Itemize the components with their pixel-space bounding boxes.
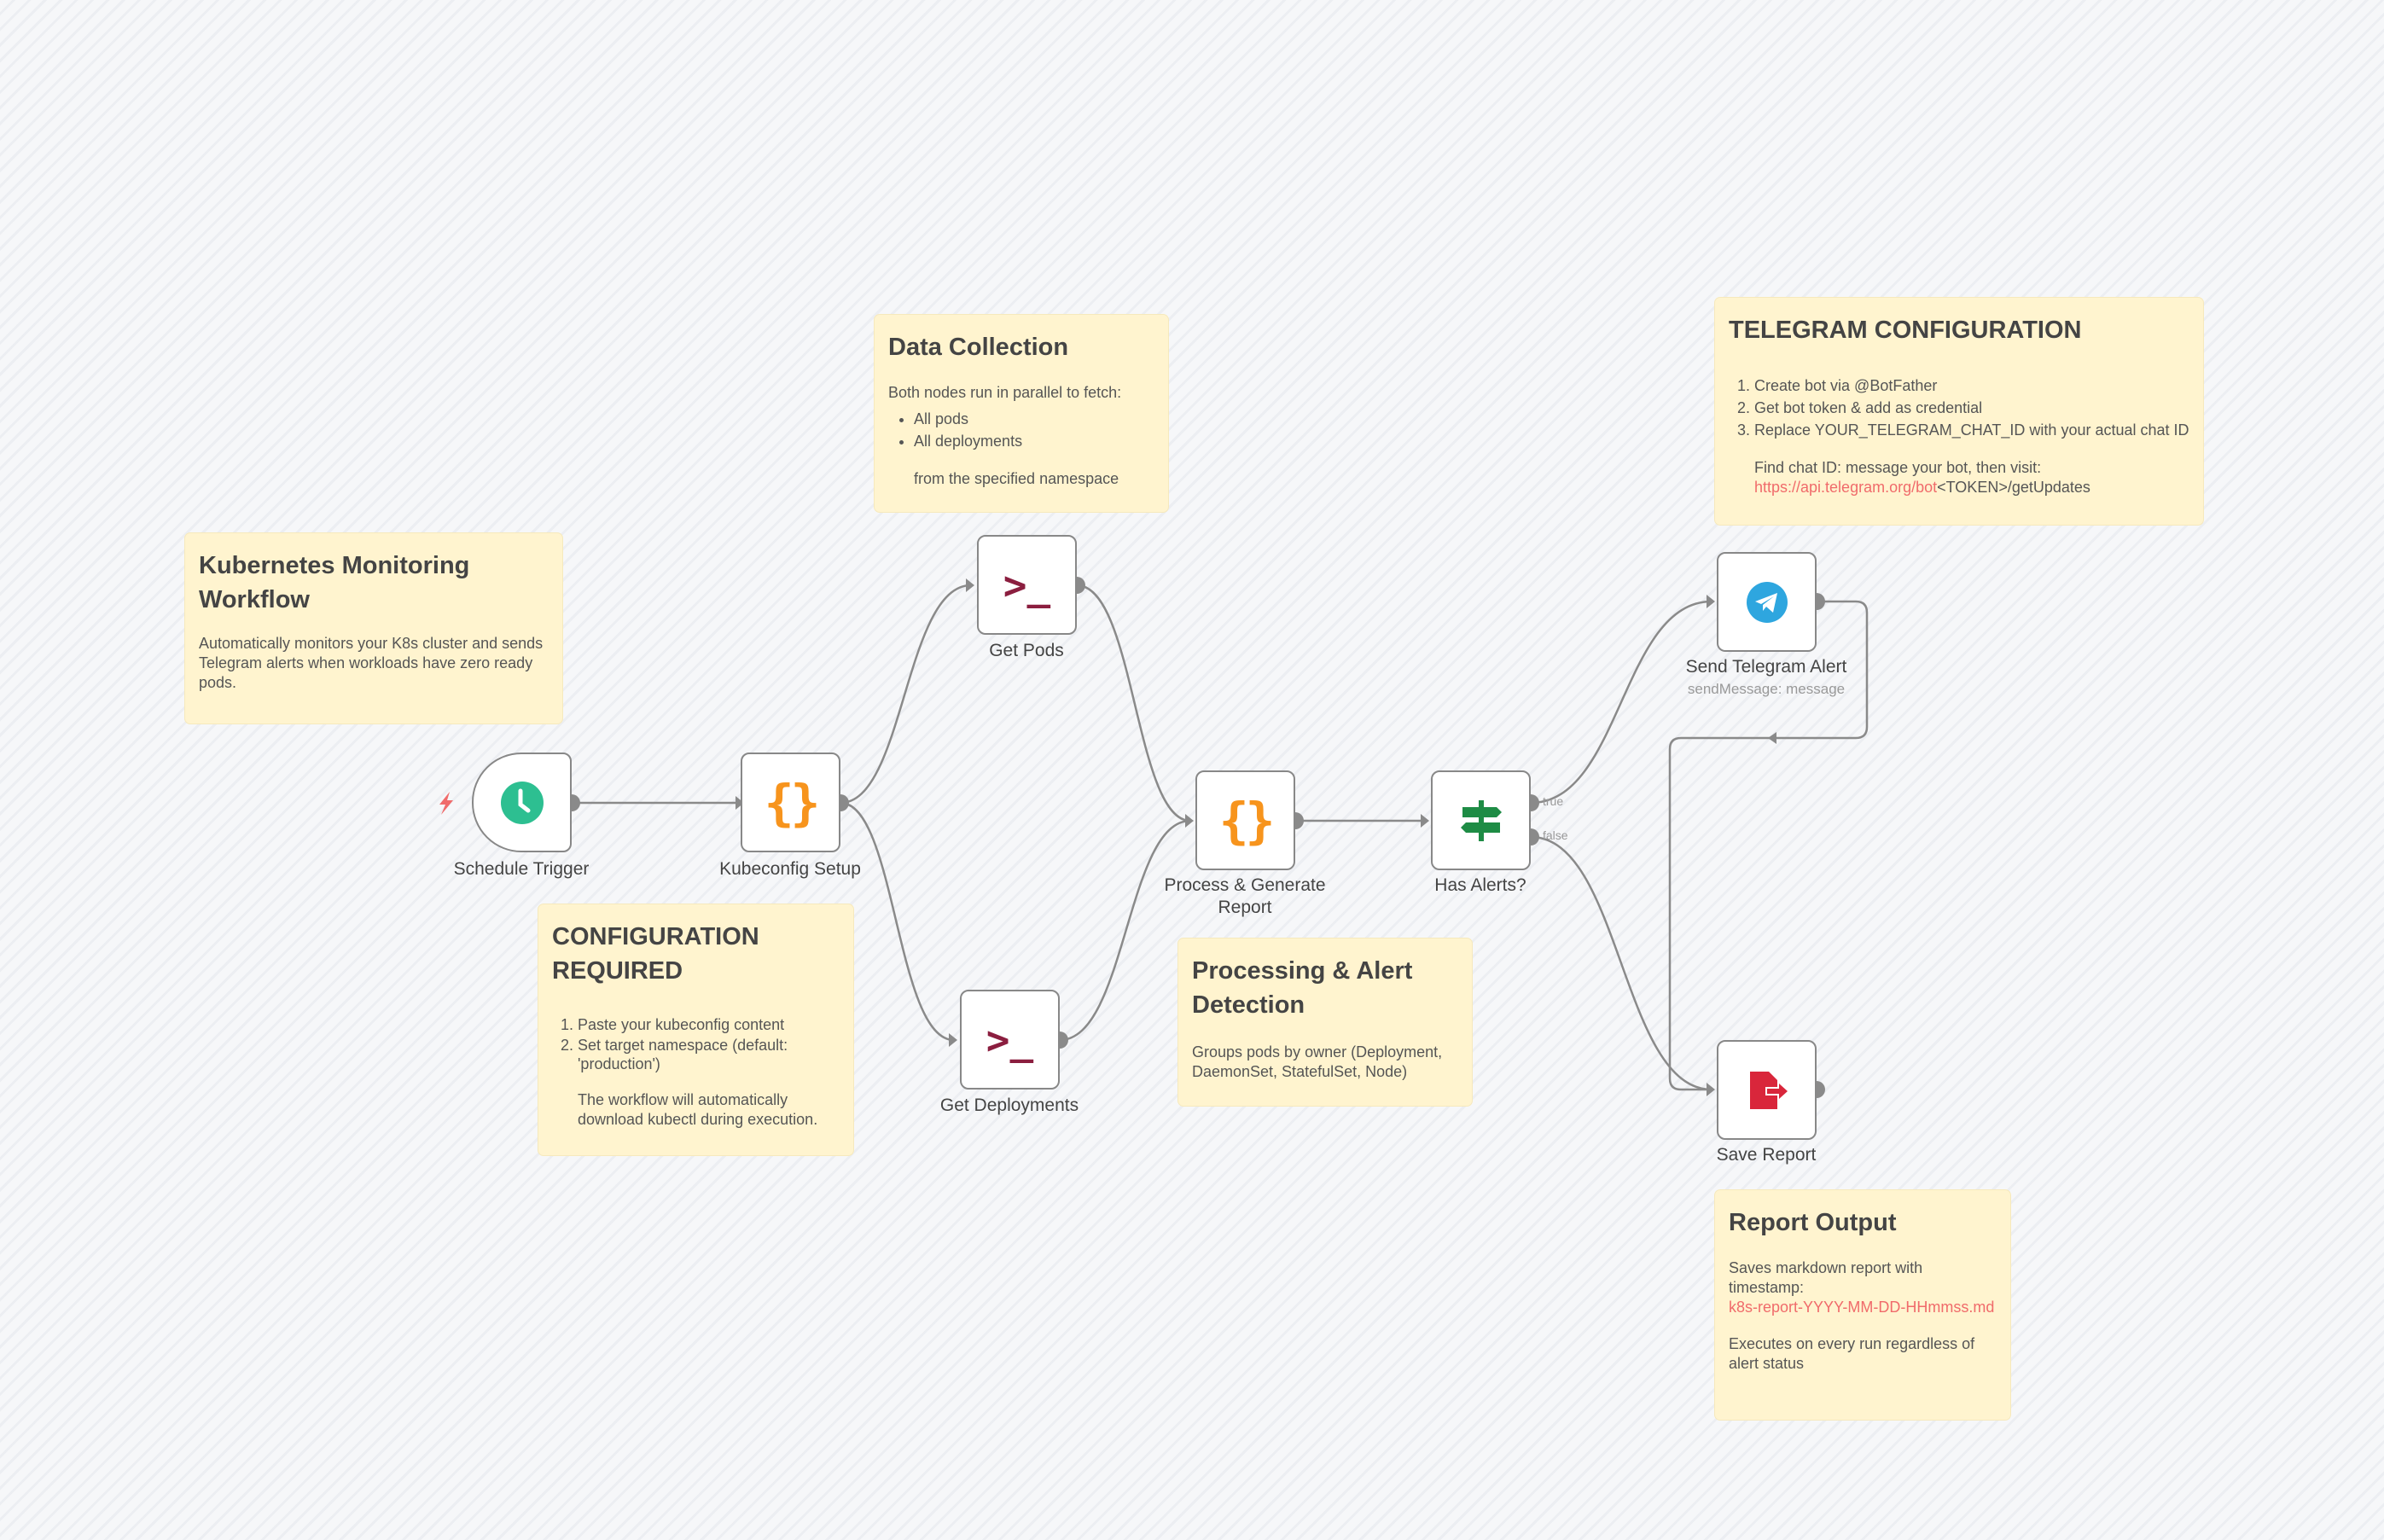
note-list-item: Create bot via @BotFather (1754, 375, 2189, 397)
node-process-generate-report[interactable]: {} (1195, 770, 1295, 870)
note-title: Data Collection (888, 334, 1069, 361)
note-list-item: All pods (914, 408, 1154, 430)
note-body: Automatically monitors your K8s cluster … (199, 635, 544, 691)
edge-true-telegram[interactable] (1530, 600, 1712, 805)
link-suffix: <TOKEN>/getUpdates (1937, 479, 2090, 496)
node-label: Send Telegram Alert sendMessage: message (1655, 656, 1877, 700)
terminal-icon: >_ (986, 1016, 1034, 1063)
note-body: Saves markdown report with timestamp: (1729, 1259, 1923, 1296)
sticky-processing[interactable]: Processing & Alert Detection Groups pods… (1178, 939, 1472, 1106)
node-label: Get Pods (989, 641, 1064, 660)
arrow-icon (1707, 1083, 1715, 1096)
sticky-report-output[interactable]: Report Output Saves markdown report with… (1715, 1190, 2010, 1420)
note-footer: Executes on every run regardless of aler… (1729, 1335, 1975, 1372)
arrow-icon (1421, 814, 1429, 828)
report-filename: k8s-report-YYYY-MM-DD-HHmmss.md (1729, 1299, 1995, 1316)
note-list-item: Set target namespace (default: 'producti… (578, 1036, 840, 1073)
note-list: Create bot via @BotFather Get bot token … (1729, 375, 2189, 441)
node-save-report[interactable] (1717, 1040, 1817, 1140)
code-braces-icon: {} (1218, 791, 1276, 850)
note-intro: Both nodes run in parallel to fetch: (888, 384, 1122, 401)
node-get-deployments[interactable]: >_ (960, 990, 1060, 1090)
node-label: Has Alerts? (1434, 875, 1526, 895)
note-list: Paste your kubeconfig content Set target… (552, 1014, 840, 1073)
sticky-telegram-configuration[interactable]: TELEGRAM CONFIGURATION Create bot via @B… (1715, 298, 2203, 525)
node-title: Send Telegram Alert (1685, 657, 1847, 677)
arrow-icon (736, 796, 744, 810)
sticky-configuration-required[interactable]: CONFIGURATION REQUIRED Paste your kubeco… (538, 904, 853, 1155)
note-outro: from the specified namespace (914, 470, 1119, 487)
node-schedule-trigger[interactable] (472, 753, 572, 852)
output-label-false: false (1543, 828, 1568, 842)
terminal-icon: >_ (1003, 561, 1051, 608)
note-title: TELEGRAM CONFIGURATION (1729, 317, 2082, 344)
note-link-line: https://api.telegram.org/bot<TOKEN>/getU… (1729, 478, 2189, 497)
node-label: Kubeconfig Setup (719, 859, 861, 879)
note-list-item: Paste your kubeconfig content (578, 1014, 840, 1036)
signpost-icon (1460, 799, 1502, 841)
sticky-overview[interactable]: Kubernetes Monitoring Workflow Automatic… (185, 533, 562, 724)
node-label: Process & Generate Report (1164, 875, 1326, 917)
code-braces-icon: {} (764, 773, 821, 832)
node-label: Schedule Trigger (453, 859, 590, 879)
edge-getpods-process[interactable] (1076, 584, 1191, 822)
node-subtitle: sendMessage: message (1687, 681, 1846, 697)
node-kubeconfig-setup[interactable]: {} (741, 753, 840, 852)
clock-icon (500, 781, 544, 824)
node-label: Save Report (1716, 1145, 1817, 1165)
note-title: Report Output (1729, 1209, 1897, 1236)
edge-false-savereport[interactable] (1530, 835, 1712, 1091)
file-export-icon (1749, 1071, 1788, 1109)
note-list-item: Replace YOUR_TELEGRAM_CHAT_ID with your … (1754, 419, 2189, 441)
telegram-api-link[interactable]: https://api.telegram.org/bot (1754, 479, 1938, 496)
node-send-telegram-alert[interactable] (1717, 552, 1817, 652)
note-title: CONFIGURATION REQUIRED (552, 923, 759, 985)
note-title: Processing & Alert Detection (1192, 957, 1413, 1019)
note-body: The workflow will automatically download… (578, 1091, 818, 1128)
arrow-icon (1185, 814, 1194, 828)
note-find-chat-id: Find chat ID: message your bot, then vis… (1754, 459, 2042, 476)
node-get-pods[interactable]: >_ (977, 535, 1077, 635)
note-list-item: Get bot token & add as credential (1754, 397, 2189, 419)
arrow-icon (1768, 732, 1776, 744)
arrow-icon (949, 1033, 957, 1047)
edge-kubeconfig-getdeployments[interactable] (840, 801, 955, 1042)
edge-getdeployments-process[interactable] (1059, 819, 1191, 1042)
arrow-icon (966, 578, 974, 592)
note-list: All pods All deployments (888, 408, 1154, 452)
node-has-alerts[interactable] (1431, 770, 1531, 870)
telegram-icon (1746, 581, 1788, 623)
note-title: Kubernetes Monitoring Workflow (199, 552, 470, 613)
sticky-data-collection[interactable]: Data Collection Both nodes run in parall… (875, 315, 1168, 512)
edge-kubeconfig-getpods[interactable] (840, 584, 972, 805)
note-body: Groups pods by owner (Deployment, Daemon… (1192, 1043, 1443, 1080)
arrow-icon (1707, 595, 1715, 608)
trigger-bolt-icon (439, 792, 453, 815)
node-label: Get Deployments (939, 1095, 1079, 1115)
output-label-true: true (1543, 794, 1564, 808)
note-list-item: All deployments (914, 430, 1154, 452)
